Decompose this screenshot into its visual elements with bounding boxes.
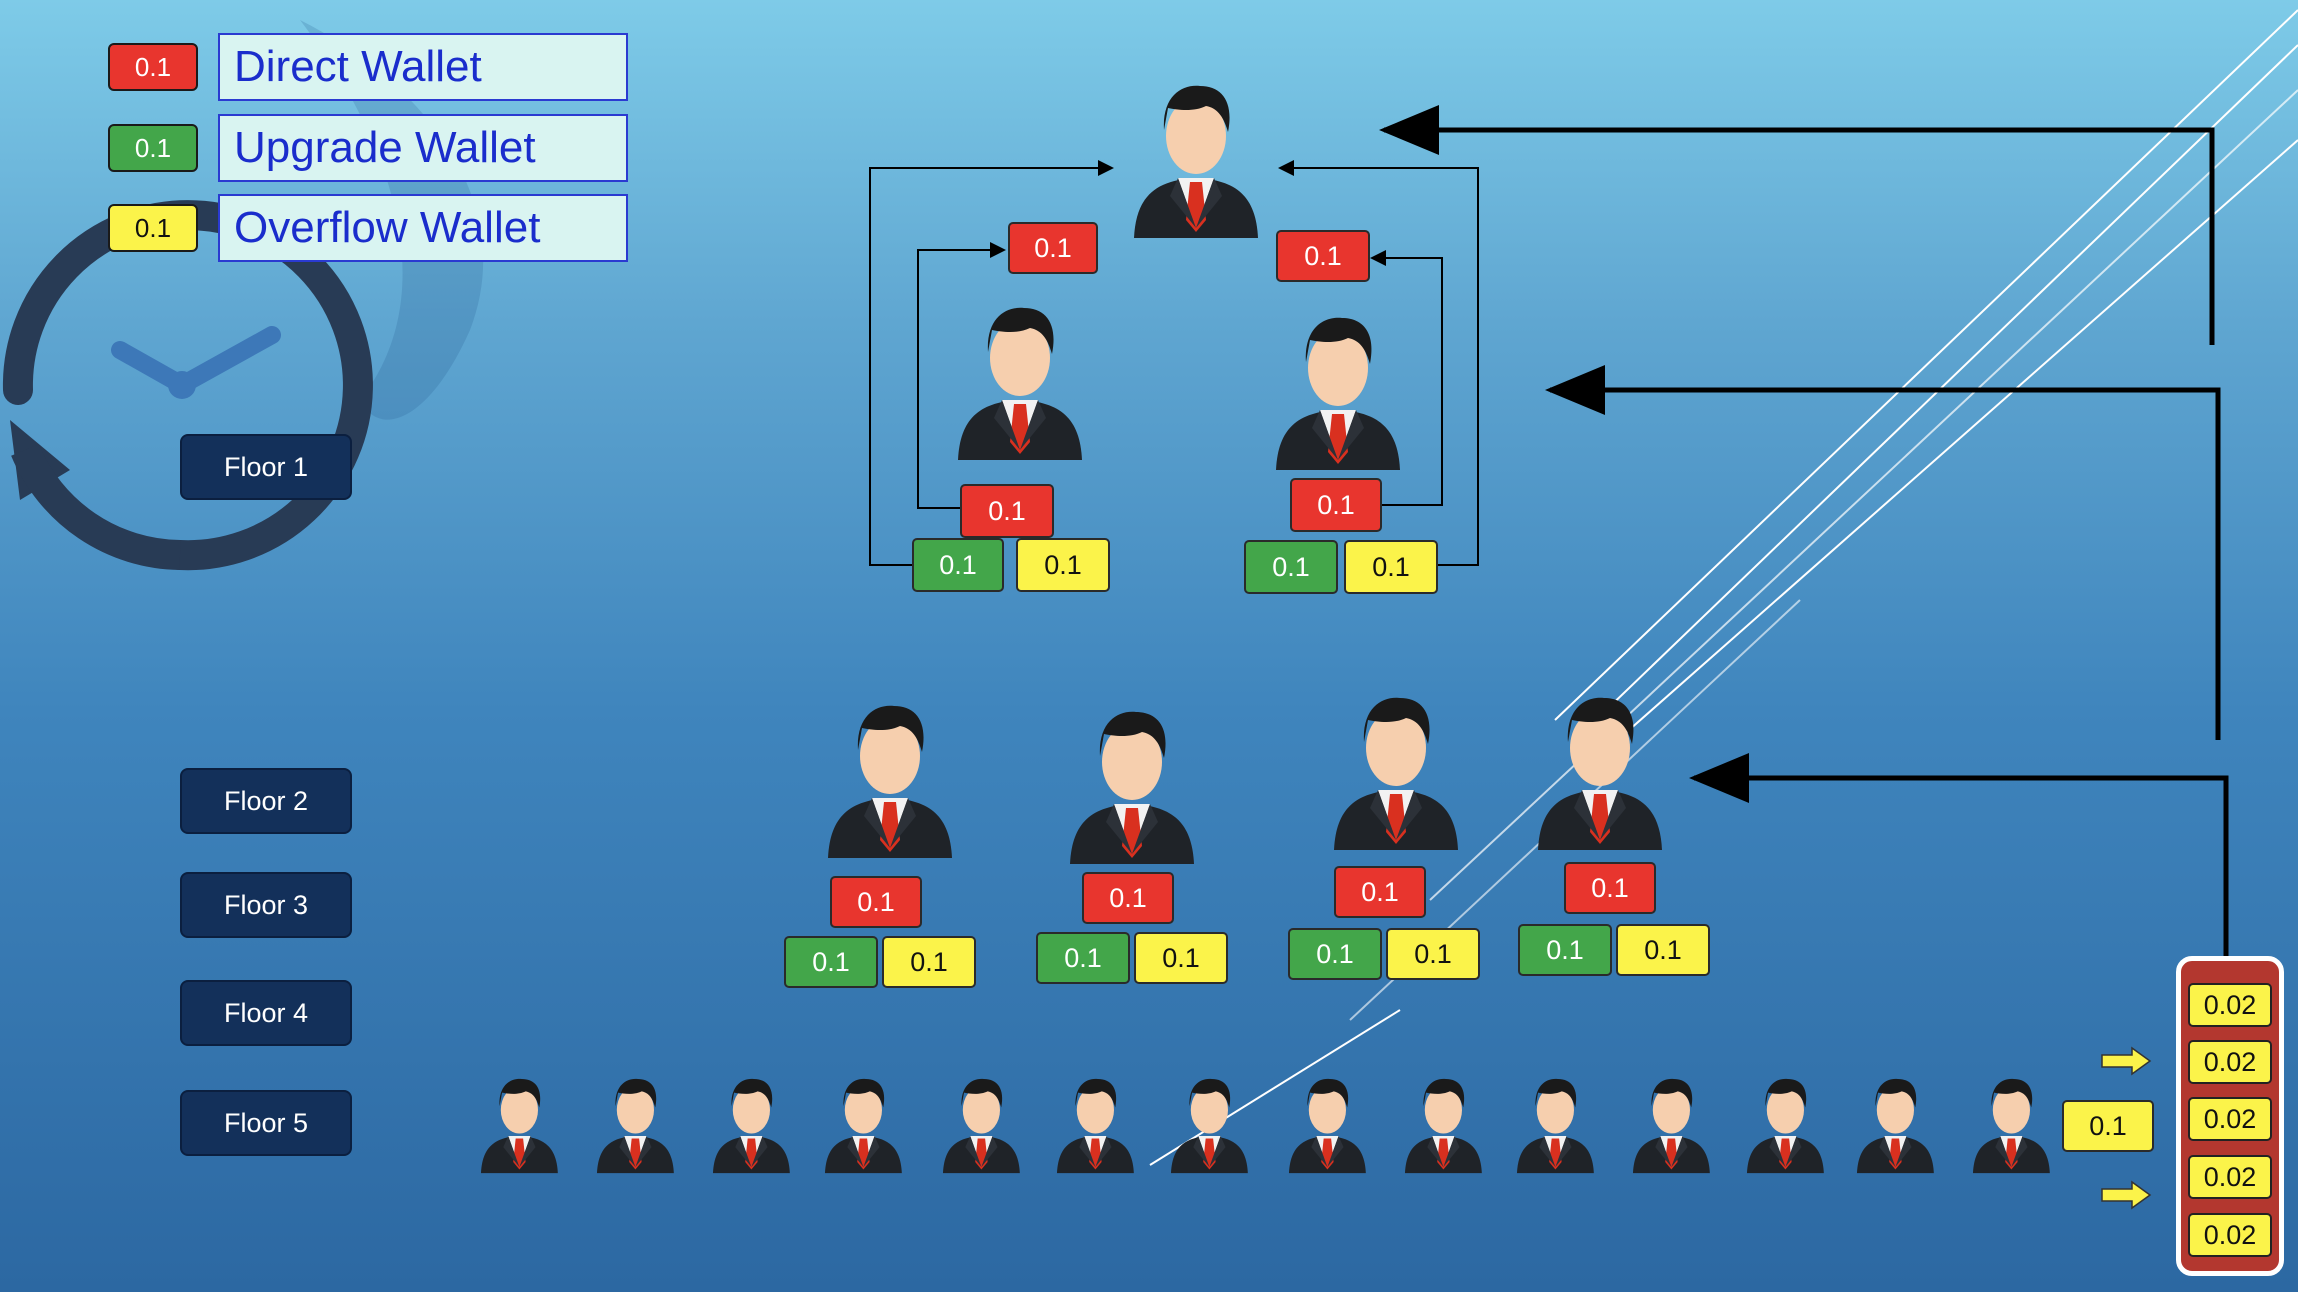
person-icon [1334, 697, 1458, 850]
arrow-left-inner [917, 242, 1006, 509]
arrow-return-bottom [1689, 753, 2229, 958]
person-icon [1856, 1078, 1934, 1174]
person-icon [712, 1078, 790, 1174]
person-icon [942, 1078, 1020, 1174]
wallet-overflow: 0.1 [1616, 924, 1710, 976]
wallet-direct: 0.1 [1290, 478, 1382, 532]
wallet-direct: 0.1 [1334, 866, 1426, 918]
person-icon [1538, 697, 1662, 850]
wallet-direct: 0.1 [1008, 222, 1098, 274]
person-icon [1070, 711, 1194, 864]
queue-item: 0.02 [2188, 1155, 2272, 1199]
person-icon [1972, 1078, 2050, 1174]
legend-chip-direct: 0.1 [108, 43, 198, 91]
person-icon [1516, 1078, 1594, 1174]
queue-item: 0.02 [2188, 1213, 2272, 1257]
wallet-overflow: 0.1 [1016, 538, 1110, 592]
floor-label-4: Floor 4 [180, 980, 352, 1046]
background-shape [300, 20, 484, 420]
wallet-overflow: 0.1 [882, 936, 976, 988]
legend-label-direct: Direct Wallet [218, 33, 628, 101]
wallet-direct: 0.1 [1564, 862, 1656, 914]
person-icon [824, 1078, 902, 1174]
floor-label-5: Floor 5 [180, 1090, 352, 1156]
arrow-return-middle [1545, 365, 2221, 740]
arrow-right-icon [2101, 1046, 2152, 1076]
wallet-upgrade: 0.1 [1288, 928, 1382, 980]
clock-cycle-icon [2, 200, 373, 571]
legend-chip-upgrade: 0.1 [108, 124, 198, 172]
arrow-right-outer [1278, 160, 1479, 566]
queue-item: 0.02 [2188, 983, 2272, 1027]
wallet-overflow: 0.1 [1134, 932, 1228, 984]
wallet-upgrade: 0.1 [1518, 924, 1612, 976]
wallet-direct: 0.1 [1082, 872, 1174, 924]
arrow-right-inner [1370, 250, 1443, 506]
queue-item: 0.02 [2188, 1040, 2272, 1084]
person-icon [1632, 1078, 1710, 1174]
wallet-direct: 0.1 [960, 484, 1054, 538]
person-icon [480, 1078, 558, 1174]
queue-item: 0.02 [2188, 1097, 2272, 1141]
person-icon [1746, 1078, 1824, 1174]
legend-chip-overflow: 0.1 [108, 204, 198, 252]
wallet-upgrade: 0.1 [1036, 932, 1130, 984]
legend-label-overflow: Overflow Wallet [218, 194, 628, 262]
incoming-wallet-value: 0.1 [2062, 1100, 2154, 1152]
wallet-overflow: 0.1 [1344, 540, 1438, 594]
wallet-overflow: 0.1 [1386, 928, 1480, 980]
arrow-return-top [1379, 105, 2215, 345]
payout-queue: 0.02 0.02 0.02 0.02 0.02 [2176, 956, 2284, 1276]
person-icon [1134, 85, 1258, 238]
arrow-right-icon [2101, 1180, 2152, 1210]
wallet-upgrade: 0.1 [912, 538, 1004, 592]
person-icon [596, 1078, 674, 1174]
arrow-left-outer [869, 160, 1114, 566]
legend-label-upgrade: Upgrade Wallet [218, 114, 628, 182]
person-icon [1276, 317, 1400, 470]
wallet-upgrade: 0.1 [1244, 540, 1338, 594]
person-icon [1404, 1078, 1482, 1174]
wallet-direct: 0.1 [1276, 230, 1370, 282]
person-icon [958, 307, 1082, 460]
floor-label-3: Floor 3 [180, 872, 352, 938]
floor-label-2: Floor 2 [180, 768, 352, 834]
wallet-direct: 0.1 [830, 876, 922, 928]
person-icon [1288, 1078, 1366, 1174]
wallet-upgrade: 0.1 [784, 936, 878, 988]
floor-label-1: Floor 1 [180, 434, 352, 500]
person-icon [1170, 1078, 1248, 1174]
person-icon [1056, 1078, 1134, 1174]
person-icon [828, 705, 952, 858]
